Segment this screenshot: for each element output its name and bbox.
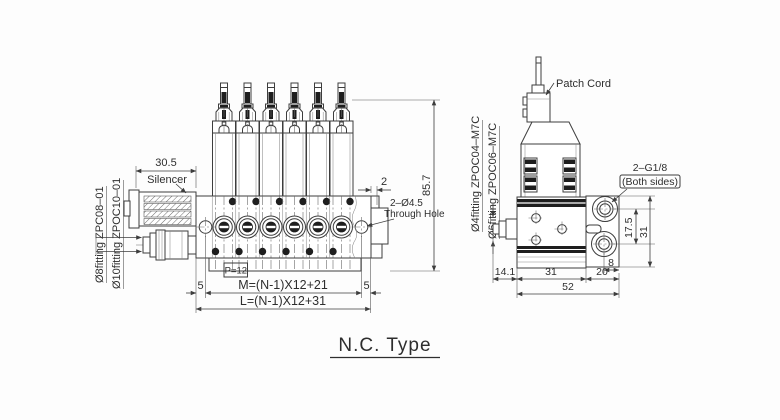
side-view: Ø4fitting ZPOC04–M7C Ø6fitting ZPOC06–M7…	[470, 56, 681, 298]
side-fitting-label-2: Ø6fitting ZPOC06–M7C	[487, 123, 499, 239]
end-block	[370, 195, 389, 259]
m-formula: M=(N-1)X12+21	[238, 278, 328, 292]
valve-station-5	[306, 82, 330, 197]
valve-station-4	[282, 82, 307, 197]
thread-note-box	[619, 174, 681, 189]
gap-dim: 2	[381, 176, 387, 188]
edge-dim-left: 5	[197, 280, 203, 292]
front-fitting-label-2: Ø10fitting ZPOC10–01	[111, 178, 123, 289]
l-formula: L=(N-1)X12+31	[240, 294, 326, 308]
thread-note: (Both sides)	[622, 176, 678, 188]
valve-station-1	[212, 82, 236, 197]
through-hole-label: Through Hole	[384, 209, 445, 220]
height-dim: 85.7	[421, 175, 433, 196]
silencer-length-dim: 30.5	[155, 157, 176, 169]
port-edge-dim: 8	[608, 257, 614, 269]
valve-station-3	[259, 82, 283, 197]
edge-dim-right: 5	[363, 280, 369, 292]
through-hole-dim: 2–Ø4.5	[390, 198, 423, 209]
g18-port-top	[594, 198, 616, 220]
patch-cord-connector	[522, 56, 551, 123]
stub-length-dim: 14.1	[495, 266, 516, 278]
g18-port-bottom	[593, 233, 615, 255]
side-fitting-label-1: Ø4fitting ZPOC04–M7C	[470, 116, 482, 232]
end-plate	[585, 195, 620, 268]
front-fitting-label-1: Ø8fitting ZPC08–01	[94, 186, 106, 283]
side-fitting-stub	[488, 218, 518, 240]
patch-cord-label: Patch Cord	[556, 78, 611, 90]
port-pitch-dim: 17.5	[623, 217, 635, 238]
port-span-dim: 31	[638, 226, 650, 238]
valve-station-6	[329, 82, 354, 197]
silencer	[123, 189, 197, 229]
body-width-dim: 31	[545, 266, 557, 278]
total-width-dim: 52	[562, 281, 574, 293]
thread-leader	[611, 188, 628, 203]
manifold-side	[516, 196, 587, 269]
vacuum-fitting	[136, 229, 198, 261]
valve-station-2	[235, 82, 260, 197]
thread-label: 2–G1/8	[633, 162, 668, 174]
caption: N.C. Type	[330, 335, 440, 359]
silencer-label: Silencer	[147, 174, 187, 186]
pitch-box	[223, 262, 248, 278]
pitch-label: P=12	[225, 266, 247, 277]
silencer-leader	[175, 183, 187, 194]
caption-title: N.C. Type	[338, 335, 431, 356]
plate-width-dim: 20	[596, 266, 608, 278]
through-hole-leader	[366, 218, 395, 227]
front-view: Ø8fitting ZPC08–01 Ø10fitting ZPOC10–01 …	[94, 82, 445, 313]
break-line	[351, 195, 358, 259]
valve-side-body	[520, 121, 581, 198]
patch-cord-leader	[545, 82, 555, 96]
